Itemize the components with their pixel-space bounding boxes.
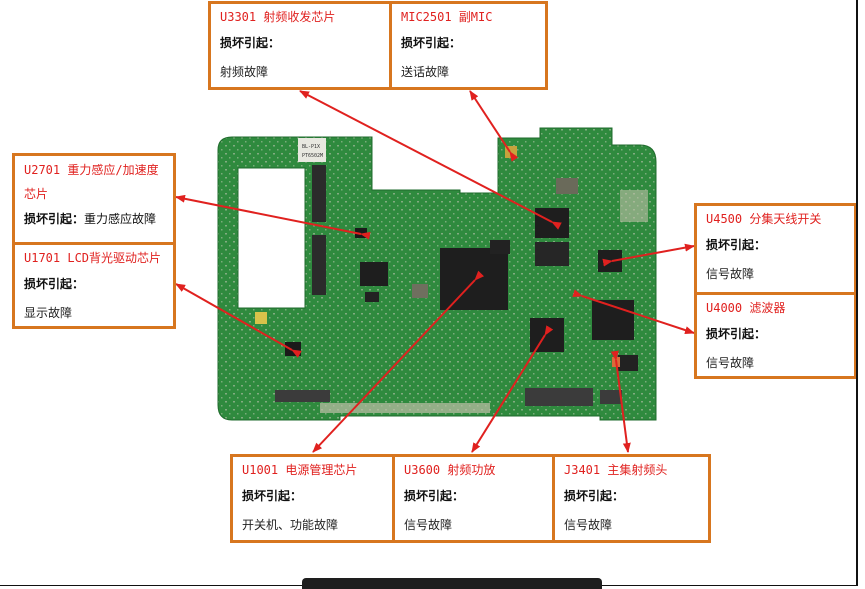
j3401-pad (612, 357, 620, 367)
coil (255, 312, 267, 324)
connector-2 (312, 235, 326, 295)
mic2501-cause-value: 送话故障 (401, 65, 450, 79)
callout-bottom: U1001 电源管理芯片 损坏引起： 开关机、功能故障 U3600 射频功放 损… (230, 454, 711, 543)
chip-e (365, 292, 379, 302)
j3401-title: J3401 主集射频头 (564, 463, 668, 477)
callout-mic2501: MIC2501 副MIC 损坏引起： 送话故障 (389, 4, 545, 87)
chip-u2701 (355, 228, 367, 238)
u3301-cause-value: 射频故障 (220, 65, 269, 79)
u4000-cause-value: 信号故障 (706, 356, 755, 370)
mic-pad (505, 146, 517, 158)
connector-3 (275, 390, 330, 402)
connector-1 (312, 165, 326, 222)
callout-u3600: U3600 射频功放 损坏引起： 信号故障 (392, 457, 552, 540)
pcb-text-2: PT6502M (302, 153, 323, 159)
u2701-cause: 损坏引起：重力感应故障 (24, 210, 173, 227)
u3301-title: U3301 射频收发芯片 (220, 10, 336, 24)
callout-u1001: U1001 电源管理芯片 损坏引起： 开关机、功能故障 (233, 457, 392, 540)
soc-chip (440, 248, 508, 310)
u1701-title: U1701 LCD背光驱动芯片 (24, 251, 162, 265)
chip-u3600 (530, 318, 564, 352)
u1001-cause-key: 损坏引起： (242, 489, 303, 503)
chip-rf (535, 208, 569, 238)
u3600-title: U3600 射频功放 (404, 463, 496, 477)
chip-u4500 (598, 250, 622, 272)
u2701-cause-value: 重力感应故障 (84, 212, 157, 226)
chip-g (618, 355, 638, 371)
u3600-cause-key: 损坏引起： (404, 489, 465, 503)
mic2501-cause-key: 损坏引起： (401, 36, 462, 50)
chip-a (535, 242, 569, 266)
callout-right: U4500 分集天线开关 损坏引起： 信号故障 U4000 滤波器 损坏引起： … (694, 203, 857, 379)
connector-5 (600, 390, 622, 404)
u4500-title: U4500 分集天线开关 (706, 212, 822, 226)
chip-d (360, 262, 388, 286)
chip-h (556, 178, 578, 194)
callout-u1701: U1701 LCD背光驱动芯片 损坏引起： 显示故障 (15, 242, 173, 326)
u4000-cause-key: 损坏引起： (706, 327, 767, 341)
u2701-title: U2701 重力感应/加速度芯片 (24, 163, 159, 201)
u3600-cause-value: 信号故障 (404, 518, 453, 532)
chip-u1701 (285, 342, 301, 356)
pcb-text-1: BL-P1X (302, 144, 320, 150)
mic2501-title: MIC2501 副MIC (401, 10, 493, 24)
callout-top: U3301 射频收发芯片 损坏引起： 射频故障 MIC2501 副MIC 损坏引… (208, 1, 548, 90)
connector-6 (320, 403, 490, 413)
u3301-cause-key: 损坏引起： (220, 36, 281, 50)
callout-u4000: U4000 滤波器 损坏引起： 信号故障 (697, 292, 854, 376)
bottom-bar (302, 578, 602, 589)
u1001-cause-value: 开关机、功能故障 (242, 518, 339, 532)
u4500-cause-key: 损坏引起： (706, 238, 767, 252)
callout-left: U2701 重力感应/加速度芯片 损坏引起：重力感应故障 U1701 LCD背光… (12, 153, 176, 329)
u1701-cause-key: 损坏引起： (24, 277, 85, 291)
u1001-title: U1001 电源管理芯片 (242, 463, 358, 477)
chip-f (412, 284, 428, 298)
callout-j3401: J3401 主集射频头 损坏引起： 信号故障 (552, 457, 708, 540)
u1701-cause-value: 显示故障 (24, 306, 73, 320)
connector-4 (525, 388, 593, 406)
j3401-cause-value: 信号故障 (564, 518, 613, 532)
j3401-cause-key: 损坏引起： (564, 489, 625, 503)
pcb-cutout (238, 168, 305, 308)
u4500-cause-value: 信号故障 (706, 267, 755, 281)
right-border (856, 0, 858, 585)
chip-c (490, 240, 510, 254)
u4000-title: U4000 滤波器 (706, 301, 786, 315)
chip-b (592, 300, 634, 340)
callout-u2701: U2701 重力感应/加速度芯片 损坏引起：重力感应故障 (15, 156, 173, 242)
callout-u3301: U3301 射频收发芯片 损坏引起： 射频故障 (211, 4, 389, 87)
u2701-cause-key: 损坏引起： (24, 212, 85, 226)
chip-i (620, 190, 648, 222)
callout-u4500: U4500 分集天线开关 损坏引起： 信号故障 (697, 206, 854, 292)
